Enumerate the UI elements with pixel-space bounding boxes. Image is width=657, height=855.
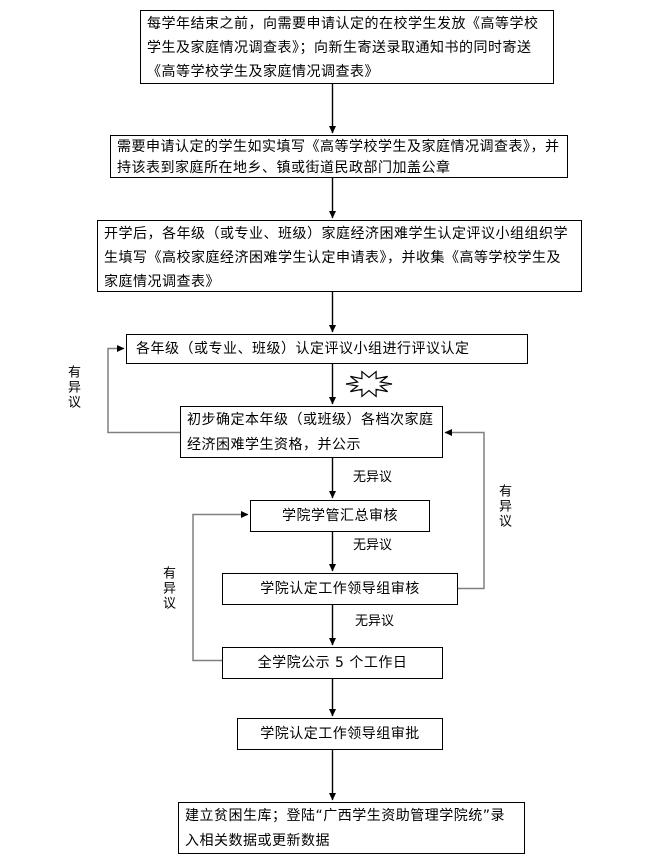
burst-icon bbox=[345, 370, 393, 398]
loop-objection-step5-to-step4 bbox=[107, 345, 180, 434]
label-no-objection-3: 无异议 bbox=[355, 614, 395, 629]
label-objection-left-inner: 有异议 bbox=[160, 566, 175, 611]
flow-step-college-summary-review: 学院学管汇总审核 bbox=[250, 500, 430, 532]
loop-objection-step7-to-step5 bbox=[444, 429, 485, 590]
flow-step-leading-group-approval: 学院认定工作领导组审批 bbox=[237, 718, 443, 750]
flow-step-group-review: 各年级（或专业、班级）认定评议小组进行评议认定 bbox=[126, 334, 528, 364]
label-objection-right: 有异议 bbox=[496, 484, 511, 529]
label-objection-left-outer: 有异议 bbox=[65, 365, 80, 410]
label-no-objection-2: 无异议 bbox=[353, 538, 393, 553]
flow-step-preliminary-determination: 初步确定本年级（或班级）各档次家庭经济困难学生资格，并公示 bbox=[180, 406, 443, 458]
loop-objection-step8-to-step6 bbox=[192, 511, 249, 662]
flow-step-college-publicity: 全学院公示 5 个工作日 bbox=[222, 647, 443, 679]
flow-step-collect-application: 开学后，各年级（或专业、班级）家庭经济困难学生认定评议小组组织学生填写《高校家庭… bbox=[97, 220, 582, 292]
label-no-objection-1: 无异议 bbox=[353, 470, 393, 485]
flow-step-leading-group-review: 学院认定工作领导组审核 bbox=[222, 573, 458, 605]
flow-step-student-fill-form: 需要申请认定的学生如实填写《高等学校学生及家庭情况调查表》，并持该表到家庭所在地… bbox=[110, 135, 568, 178]
flow-step-distribute-survey-form: 每学年结束之前，向需要申请认定的在校学生发放《高等学校学生及家庭情况调查表》；向… bbox=[140, 10, 554, 84]
flow-step-database-entry: 建立贫困生库；登陆“广西学生资助管理学院统”录入相关数据或更新数据 bbox=[178, 802, 525, 854]
